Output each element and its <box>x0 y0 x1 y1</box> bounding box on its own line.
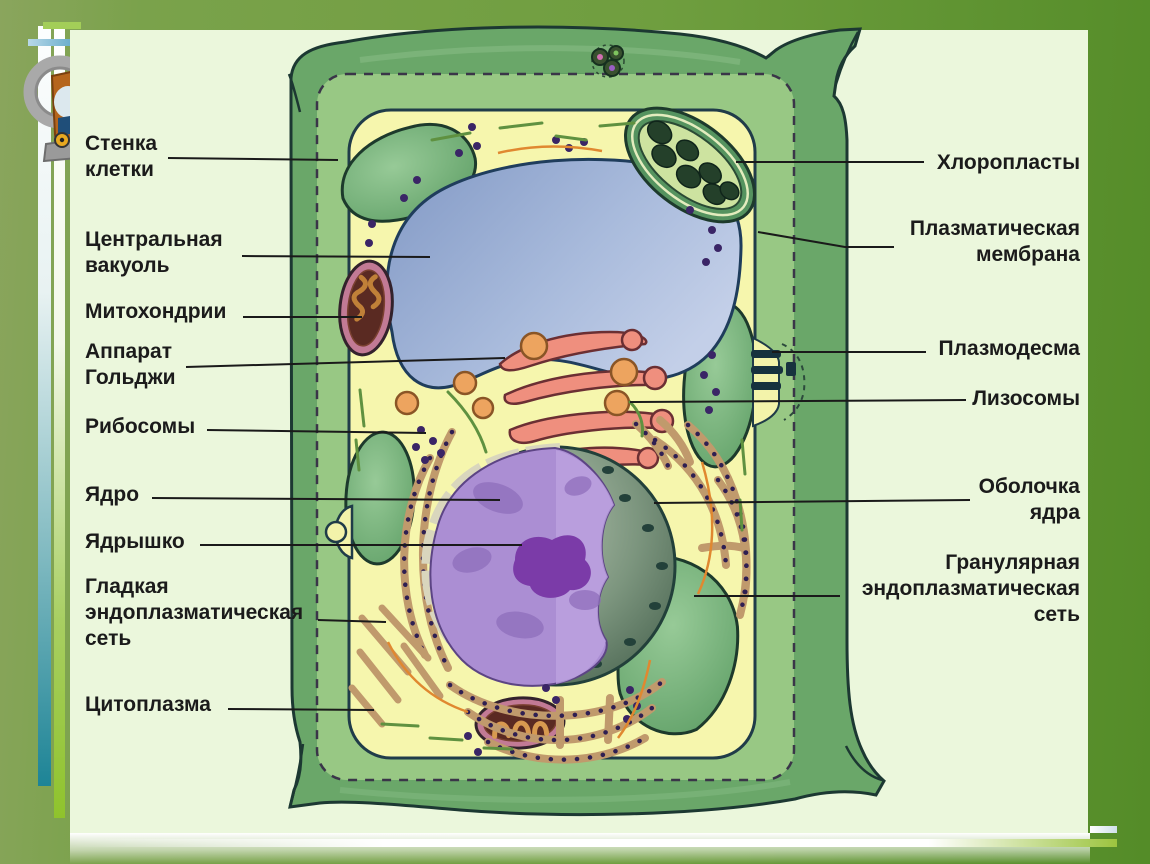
bottomright-accent-bar <box>1090 826 1117 833</box>
label-nuclear-envelope: Оболочка ядра <box>978 475 1080 524</box>
nucleolus <box>513 535 591 598</box>
label-ribosomes: Рибосомы <box>85 415 196 438</box>
label-granular-er: Гранулярная эндоплазматическая сеть <box>861 551 1080 626</box>
label-nucleolus: Ядрышко <box>85 530 185 553</box>
label-cell-wall: Стенка клетки <box>85 132 158 181</box>
pointer-lines <box>151 157 971 711</box>
label-mitochondria: Митохондрии <box>85 300 227 323</box>
bottom-accent-bar <box>70 839 1117 847</box>
left-green-stripe <box>54 26 65 818</box>
label-central-vacuole: Центральная вакуоль <box>85 228 223 277</box>
lysosomes <box>394 331 639 420</box>
label-smooth-er: Гладкая эндоплазматическая сеть <box>85 575 304 650</box>
wall-pit-structure <box>591 44 625 78</box>
chloroplast <box>623 106 757 224</box>
left-teal-stripe <box>38 26 51 786</box>
nucleus <box>421 443 677 687</box>
label-plasmodesma: Плазмодесма <box>938 337 1080 360</box>
slide-bottom-fade <box>70 833 1090 864</box>
cytoskeleton-dashes <box>354 121 747 751</box>
orange-er-curves <box>386 145 714 739</box>
label-lysosomes: Лизосомы <box>972 387 1080 410</box>
mitochondrion-left <box>338 259 394 357</box>
topleft-green-bar <box>43 22 81 29</box>
label-plasma-membrane: Плазматическая мембрана <box>909 217 1080 266</box>
label-nucleus: Ядро <box>85 483 140 506</box>
topleft-blue-bar <box>28 39 78 46</box>
label-chloroplasts: Хлоропласты <box>936 151 1080 174</box>
label-golgi-apparatus: Аппарат Гольджи <box>85 340 176 389</box>
label-cytoplasm: Цитоплазма <box>85 693 211 716</box>
central-vacuole <box>385 157 743 390</box>
